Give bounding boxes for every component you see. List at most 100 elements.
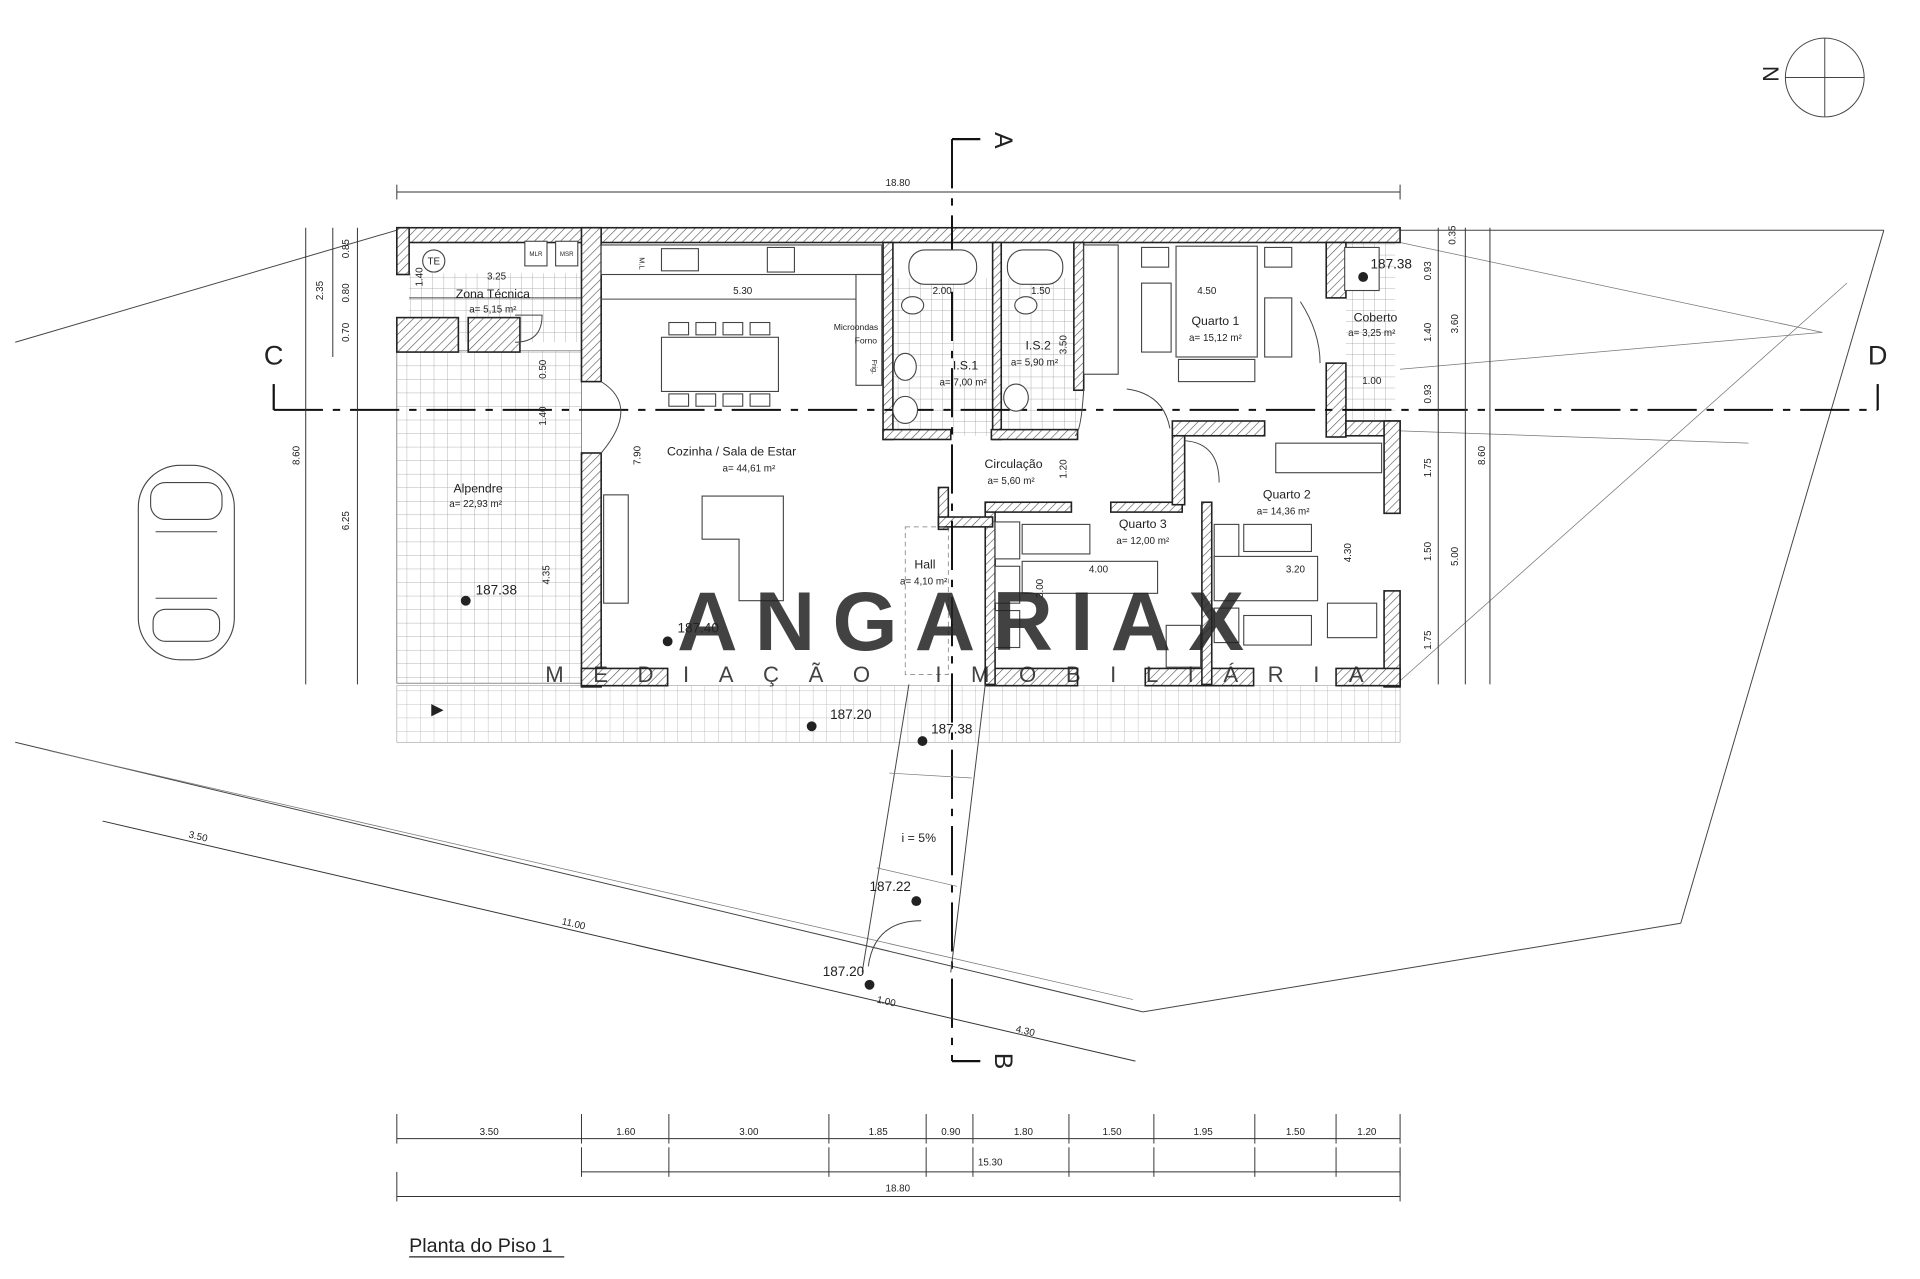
walls bbox=[396, 226, 1401, 688]
car-icon bbox=[137, 464, 235, 661]
dim-is1-width: 2.00 bbox=[933, 286, 953, 297]
exterior-strip bbox=[396, 685, 1401, 743]
dim-q2-height: 4.30 bbox=[1343, 543, 1354, 563]
dim-q1-width: 4.50 bbox=[1197, 286, 1217, 297]
dim-left-2: 0.70 bbox=[341, 322, 352, 342]
furniture bbox=[409, 240, 1383, 973]
level-exterior: 187.20 bbox=[830, 707, 871, 722]
dim-right-5: 1.75 bbox=[1423, 458, 1434, 478]
site-boundary bbox=[15, 229, 1885, 1013]
dim-door-gap: 0.50 bbox=[538, 359, 549, 379]
dim-left-4: 8.60 bbox=[292, 445, 303, 465]
dim-bottom-mid: 15.30 bbox=[978, 1158, 1003, 1169]
room-labels: Zona Técnica a= 5,15 m² TE MLR MSR M.L C… bbox=[427, 251, 1397, 588]
room-cozinha-area: a= 44,61 m² bbox=[723, 463, 776, 474]
dim-right-9: 8.60 bbox=[1477, 445, 1488, 465]
dim-site-a: 3.50 bbox=[187, 830, 209, 845]
north-label: N bbox=[1758, 66, 1783, 82]
room-quarto3-area: a= 12,00 m² bbox=[1116, 536, 1169, 547]
room-is1: I.S.1 bbox=[953, 358, 978, 372]
dim-bottom-9: 1.20 bbox=[1357, 1127, 1377, 1138]
room-is1-area: a= 7,00 m² bbox=[939, 377, 987, 388]
section-label-d: D bbox=[1868, 339, 1888, 370]
label-msr: MSR bbox=[560, 251, 574, 258]
section-lines bbox=[272, 137, 1879, 1063]
section-label-c: C bbox=[264, 339, 284, 370]
room-hall: Hall bbox=[914, 558, 935, 572]
label-te: TE bbox=[427, 257, 440, 268]
dim-bottom-8: 1.50 bbox=[1286, 1127, 1306, 1138]
dim-bottom-7: 1.95 bbox=[1194, 1127, 1214, 1138]
level-interior: 187.40 bbox=[677, 621, 718, 636]
dim-right-7: 1.75 bbox=[1423, 630, 1434, 650]
ramp-slope: i = 5% bbox=[902, 831, 937, 845]
dim-q2-width: 3.20 bbox=[1286, 564, 1306, 575]
room-alpendre-area: a= 22,93 m² bbox=[449, 499, 502, 510]
dim-bottom-1: 1.60 bbox=[616, 1127, 636, 1138]
dim-is2-height: 3.50 bbox=[1058, 335, 1069, 355]
dim-site-d: 4.30 bbox=[1015, 1024, 1037, 1039]
dim-right-4: 3.60 bbox=[1450, 314, 1461, 334]
room-circulacao: Circulação bbox=[985, 457, 1043, 471]
room-is2: I.S.2 bbox=[1026, 339, 1051, 353]
room-coberto-area: a= 3,25 m² bbox=[1348, 328, 1396, 339]
dim-right-3: 0.93 bbox=[1423, 384, 1434, 404]
label-mlr: MLR bbox=[529, 251, 543, 258]
dim-bottom-0: 3.50 bbox=[480, 1127, 500, 1138]
room-zona-tecnica-area: a= 5,15 m² bbox=[469, 305, 517, 316]
dimension-lines bbox=[102, 184, 1491, 1198]
dim-bottom-total: 18.80 bbox=[886, 1184, 911, 1195]
room-quarto1-area: a= 15,12 m² bbox=[1189, 333, 1242, 344]
dimension-values: 18.80 0.85 0.80 0.70 2.35 8.60 6.25 0.35… bbox=[187, 178, 1488, 1195]
label-ml: M.L bbox=[637, 257, 646, 269]
dim-circ-height: 1.20 bbox=[1058, 459, 1069, 479]
dim-site-c: 1.00 bbox=[876, 995, 898, 1010]
watermark-brand: ANGARIAX bbox=[677, 574, 1261, 668]
label-microondas: Microondas bbox=[834, 322, 879, 332]
dim-zt-width: 3.25 bbox=[487, 271, 507, 282]
dim-bottom-3: 1.85 bbox=[869, 1127, 889, 1138]
dim-bottom-6: 1.50 bbox=[1102, 1127, 1122, 1138]
dim-kitchen-height: 7.90 bbox=[633, 445, 644, 465]
dim-right-1: 0.93 bbox=[1423, 261, 1434, 281]
level-alpendre: 187.38 bbox=[476, 583, 517, 598]
dim-q3-width: 4.00 bbox=[1089, 564, 1109, 575]
room-quarto1: Quarto 1 bbox=[1192, 314, 1240, 328]
dim-left-5: 6.25 bbox=[341, 511, 352, 531]
dim-left-3: 2.35 bbox=[315, 280, 326, 300]
watermark-sub: MEDIAÇÃO IMOBILIÁRIA bbox=[545, 662, 1393, 687]
plan-title: Planta do Piso 1 bbox=[409, 1235, 552, 1257]
dim-wall-gap: 1.40 bbox=[538, 406, 549, 426]
dim-q3-height: 3.00 bbox=[1035, 578, 1046, 598]
room-quarto2: Quarto 2 bbox=[1263, 488, 1311, 502]
level-ramp-top: 187.38 bbox=[931, 722, 972, 737]
section-label-a: A bbox=[989, 132, 1016, 149]
dim-kitchen-width: 5.30 bbox=[733, 286, 753, 297]
room-coberto: Coberto bbox=[1354, 310, 1398, 324]
dim-top-total: 18.80 bbox=[886, 178, 911, 189]
label-forno: Forno bbox=[855, 335, 878, 345]
dim-right-6: 1.50 bbox=[1423, 541, 1434, 561]
level-values: 187.38 187.38 187.40 187.20 187.38 187.2… bbox=[476, 256, 1412, 979]
dim-bottom-5: 1.80 bbox=[1014, 1127, 1034, 1138]
room-cozinha: Cozinha / Sala de Estar bbox=[667, 444, 796, 458]
dim-coberto-width: 1.00 bbox=[1362, 376, 1382, 387]
dim-bottom-2: 3.00 bbox=[739, 1127, 759, 1138]
dim-left-0: 0.85 bbox=[341, 239, 352, 259]
dim-zt-height: 1.40 bbox=[415, 267, 426, 287]
room-zona-tecnica: Zona Técnica bbox=[456, 287, 530, 301]
watermark: ANGARIAX MEDIAÇÃO IMOBILIÁRIA bbox=[545, 574, 1393, 687]
room-hall-area: a= 4,10 m² bbox=[900, 577, 948, 588]
alpendre-floor bbox=[396, 350, 582, 684]
room-is2-area: a= 5,90 m² bbox=[1011, 358, 1059, 369]
level-ramp-bottom: 187.20 bbox=[823, 964, 864, 979]
dim-right-8: 5.00 bbox=[1450, 546, 1461, 566]
label-frig: Frig. bbox=[870, 359, 879, 374]
dim-right-2: 1.40 bbox=[1423, 322, 1434, 342]
level-ramp-mid: 187.22 bbox=[870, 879, 911, 894]
dim-left-1: 0.80 bbox=[341, 283, 352, 303]
dim-right-0: 0.35 bbox=[1447, 225, 1458, 245]
dim-bottom-4: 0.90 bbox=[941, 1127, 961, 1138]
dimension-ticks bbox=[396, 1114, 1401, 1202]
